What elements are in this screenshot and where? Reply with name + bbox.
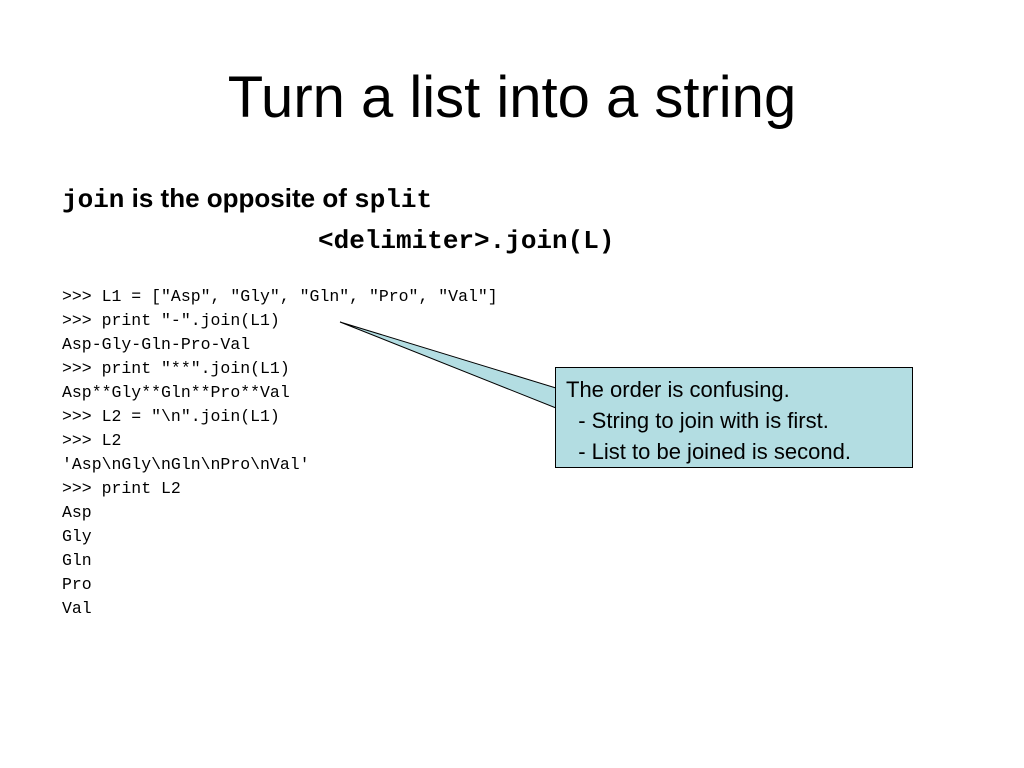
- code-line: >>> L1 = ["Asp", "Gly", "Gln", "Pro", "V…: [62, 287, 498, 306]
- code-line: >>> print "**".join(L1): [62, 359, 290, 378]
- code-line: Gln: [62, 551, 92, 570]
- keyword-join: join: [62, 185, 125, 215]
- code-line: 'Asp\nGly\nGln\nPro\nVal': [62, 455, 310, 474]
- code-line: Gly: [62, 527, 92, 546]
- callout-line: - List to be joined is second.: [566, 439, 851, 464]
- callout-line: The order is confusing.: [566, 377, 790, 402]
- join-syntax: <delimiter>.join(L): [318, 226, 615, 256]
- code-line: Asp-Gly-Gln-Pro-Val: [62, 335, 251, 354]
- code-line: Asp: [62, 503, 92, 522]
- code-line: Val: [62, 599, 92, 618]
- slide-title: Turn a list into a string: [227, 65, 797, 130]
- callout-box: The order is confusing. - String to join…: [555, 367, 913, 468]
- code-line: Asp**Gly**Gln**Pro**Val: [62, 383, 290, 402]
- code-line: >>> L2 = "\n".join(L1): [62, 407, 280, 426]
- code-example: >>> L1 = ["Asp", "Gly", "Gln", "Pro", "V…: [62, 285, 498, 621]
- keyword-split: split: [354, 185, 433, 215]
- intro-line: join is the opposite of split: [62, 180, 432, 218]
- code-line: >>> print L2: [62, 479, 181, 498]
- code-line: >>> print "-".join(L1): [62, 311, 280, 330]
- code-line: >>> L2: [62, 431, 122, 450]
- code-line: Pro: [62, 575, 92, 594]
- intro-middle-text: is the opposite of: [124, 183, 355, 213]
- callout-line: - String to join with is first.: [566, 408, 829, 433]
